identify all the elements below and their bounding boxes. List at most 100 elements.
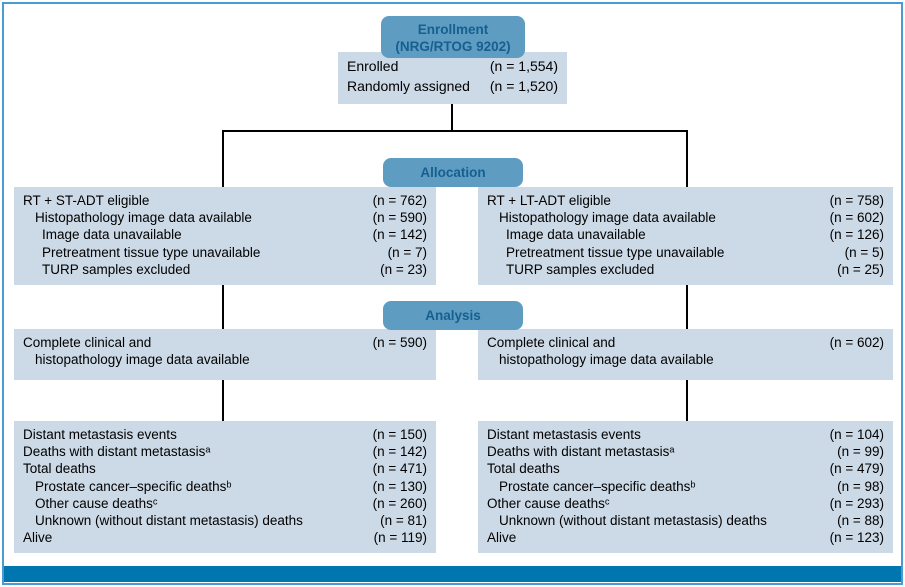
row-label: TURP samples excluded xyxy=(42,261,191,277)
analysis-row: histopathology image data available xyxy=(23,352,427,369)
row-value: (n = 479) xyxy=(829,461,884,477)
row-value: (n = 119) xyxy=(373,530,427,546)
analysis-row: Complete clinical and (n = 602) xyxy=(487,335,884,352)
outcomes-row: Unknown (without distant metastasis) dea… xyxy=(23,513,427,530)
row-value: (n = 1,520) xyxy=(489,77,558,94)
row-label: Prostate cancer–specific deathsᵇ xyxy=(35,478,232,494)
row-label: Histopathology image data available xyxy=(35,210,252,226)
row-value: (n = 150) xyxy=(372,427,427,442)
row-value: (n = 590) xyxy=(372,210,427,226)
allocation-row: TURP samples excluded (n = 23) xyxy=(23,262,427,279)
row-value: (n = 590) xyxy=(372,335,427,350)
row-label: Deaths with distant metastasisᵃ xyxy=(23,444,211,460)
allocation-row: Image data unavailable (n = 142) xyxy=(23,227,427,244)
analysis-box-st-adt: Complete clinical and (n = 590) histopat… xyxy=(14,329,436,380)
row-value: (n = 130) xyxy=(372,478,427,494)
row-label: Other cause deathsᶜ xyxy=(35,495,158,511)
connector-right-to-analysis xyxy=(686,285,688,329)
outcomes-row: Alive (n = 119) xyxy=(23,530,427,547)
row-label: Other cause deathsᶜ xyxy=(487,495,610,511)
row-label: Enrolled xyxy=(347,58,399,74)
row-label: Alive xyxy=(23,530,53,546)
outcomes-box-lt-adt: Distant metastasis events (n = 104) Deat… xyxy=(478,421,893,553)
row-value: (n = 88) xyxy=(837,512,884,528)
row-value: (n = 5) xyxy=(844,244,884,260)
outcomes-row: Alive (n = 123) xyxy=(487,530,884,547)
row-value: (n = 1,554) xyxy=(489,58,558,74)
connector-split-horizontal xyxy=(222,130,688,132)
row-label: Pretreatment tissue type unavailable xyxy=(42,244,261,260)
row-value: (n = 23) xyxy=(380,261,427,277)
row-value: (n = 142) xyxy=(372,227,427,243)
row-value: (n = 142) xyxy=(372,444,427,460)
stage-header-enrollment-line1: Enrollment xyxy=(417,22,489,37)
connector-left-to-allocation xyxy=(222,130,224,187)
analysis-row: Complete clinical and (n = 590) xyxy=(23,335,427,352)
row-label: Image data unavailable xyxy=(506,227,646,243)
row-label: RT + LT-ADT eligible xyxy=(487,193,611,208)
analysis-row: histopathology image data available xyxy=(487,352,884,369)
row-label: histopathology image data available xyxy=(499,352,714,368)
outcomes-row: Prostate cancer–specific deathsᵇ (n = 98… xyxy=(487,479,884,496)
allocation-row: Histopathology image data available (n =… xyxy=(23,210,427,227)
row-label: Unknown (without distant metastasis) dea… xyxy=(499,512,767,528)
allocation-box-st-adt: RT + ST-ADT eligible (n = 762) Histopath… xyxy=(14,187,436,285)
enrollment-box: Enrolled (n = 1,554) Randomly assigned (… xyxy=(338,52,567,104)
row-label: RT + ST-ADT eligible xyxy=(23,193,150,208)
row-value: (n = 98) xyxy=(837,478,884,494)
row-label: Prostate cancer–specific deathsᵇ xyxy=(499,478,696,494)
row-label: Complete clinical and xyxy=(487,335,616,350)
row-value: (n = 260) xyxy=(372,495,427,511)
row-value: (n = 471) xyxy=(372,461,427,477)
connector-right-to-outcomes xyxy=(686,380,688,421)
bottom-accent-bar xyxy=(4,566,901,582)
row-value: (n = 25) xyxy=(837,261,884,277)
allocation-row: Pretreatment tissue type unavailable (n … xyxy=(487,245,884,262)
row-value: (n = 293) xyxy=(829,495,884,511)
row-label: Total deaths xyxy=(487,461,560,477)
outcomes-row: Distant metastasis events (n = 104) xyxy=(487,427,884,444)
connector-enrollment-down xyxy=(451,104,453,132)
row-value: (n = 758) xyxy=(829,193,884,208)
row-label: Total deaths xyxy=(23,461,96,477)
row-label: Distant metastasis events xyxy=(23,427,177,442)
outcomes-row: Distant metastasis events (n = 150) xyxy=(23,427,427,444)
row-label: Randomly assigned xyxy=(347,77,470,94)
allocation-row: Histopathology image data available (n =… xyxy=(487,210,884,227)
outcomes-row: Total deaths (n = 471) xyxy=(23,461,427,478)
stage-header-enrollment-line2: (NRG/RTOG 9202) xyxy=(395,39,511,54)
row-value: (n = 104) xyxy=(829,427,884,442)
row-label: Alive xyxy=(487,530,517,546)
allocation-row: RT + LT-ADT eligible (n = 758) xyxy=(487,193,884,210)
row-label: Deaths with distant metastasisᵃ xyxy=(487,444,675,460)
analysis-box-lt-adt: Complete clinical and (n = 602) histopat… xyxy=(478,329,893,380)
stage-header-analysis: Analysis xyxy=(383,301,523,330)
outcomes-row: Other cause deathsᶜ (n = 260) xyxy=(23,496,427,513)
stage-header-enrollment: Enrollment (NRG/RTOG 9202) xyxy=(381,16,525,58)
allocation-row: Pretreatment tissue type unavailable (n … xyxy=(23,245,427,262)
connector-left-to-analysis xyxy=(222,285,224,329)
row-value: (n = 602) xyxy=(829,335,884,350)
outcomes-row: Total deaths (n = 479) xyxy=(487,461,884,478)
row-label: TURP samples excluded xyxy=(506,261,655,277)
row-value: (n = 762) xyxy=(372,193,427,208)
row-value: (n = 81) xyxy=(380,512,427,528)
outcomes-row: Other cause deathsᶜ (n = 293) xyxy=(487,496,884,513)
row-label: Image data unavailable xyxy=(42,227,182,243)
outcomes-box-st-adt: Distant metastasis events (n = 150) Deat… xyxy=(14,421,436,553)
outcomes-row: Deaths with distant metastasisᵃ (n = 99) xyxy=(487,444,884,461)
connector-left-to-outcomes xyxy=(222,380,224,421)
allocation-row: TURP samples excluded (n = 25) xyxy=(487,262,884,279)
stage-header-allocation: Allocation xyxy=(383,158,523,187)
row-label: Histopathology image data available xyxy=(499,210,716,226)
row-value: (n = 7) xyxy=(387,244,427,260)
row-value: (n = 602) xyxy=(829,210,884,226)
outcomes-row: Unknown (without distant metastasis) dea… xyxy=(487,513,884,530)
enrollment-row: Enrolled (n = 1,554) xyxy=(347,58,558,78)
connector-right-to-allocation xyxy=(686,130,688,187)
outcomes-row: Deaths with distant metastasisᵃ (n = 142… xyxy=(23,444,427,461)
row-value: (n = 123) xyxy=(829,530,884,546)
row-label: histopathology image data available xyxy=(35,352,250,368)
row-label: Distant metastasis events xyxy=(487,427,641,442)
